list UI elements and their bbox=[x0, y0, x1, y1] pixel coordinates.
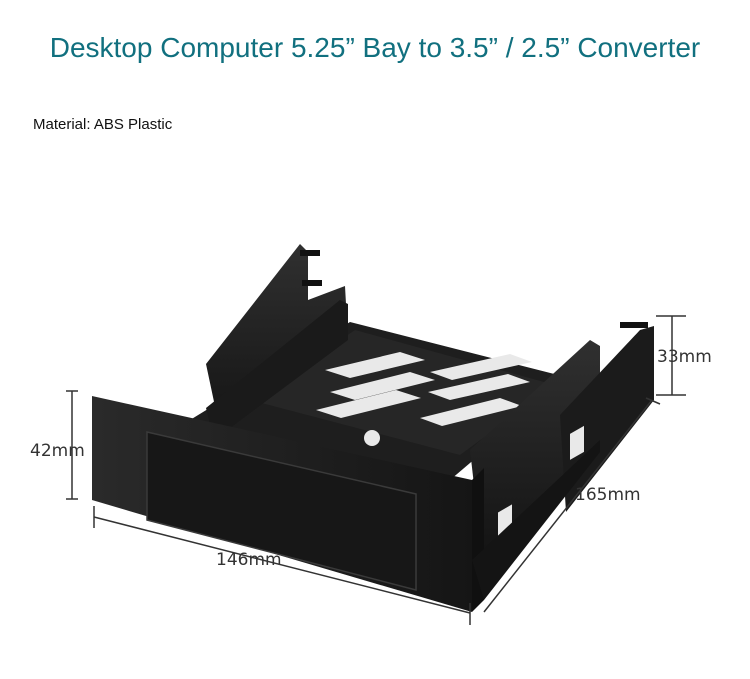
dimension-depth: 165mm bbox=[575, 485, 641, 505]
dimension-lines bbox=[66, 315, 686, 625]
dimension-width: 146mm bbox=[216, 550, 282, 570]
material-spec: Material: ABS Plastic bbox=[33, 116, 173, 133]
dimension-height-back: 33mm bbox=[657, 347, 712, 367]
dimension-height-front: 42mm bbox=[30, 441, 85, 461]
product-title: Desktop Computer 5.25” Bay to 3.5” / 2.5… bbox=[49, 32, 701, 63]
drive-bay-converter bbox=[92, 244, 654, 612]
